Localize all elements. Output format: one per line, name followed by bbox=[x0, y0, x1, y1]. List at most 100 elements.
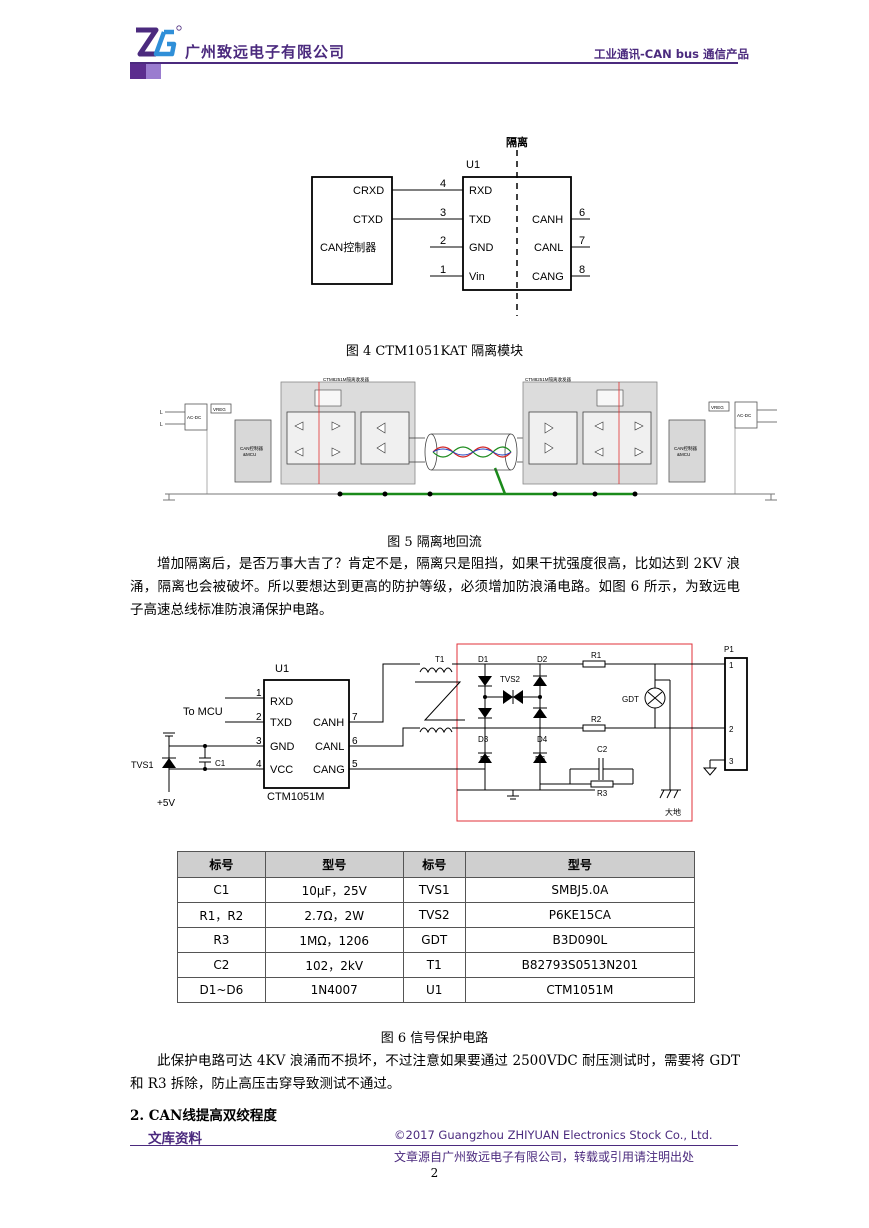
table-cell: B3D090L bbox=[464, 927, 696, 953]
fig4-pin-name: TXD bbox=[469, 214, 491, 226]
fig6-pin-name: TXD bbox=[270, 717, 292, 729]
fig6-pin-name: CANH bbox=[313, 717, 344, 729]
figure-6-protection-circuit: U1 CTM1051M RXD TXD GND VCC 1 2 3 4 CANH… bbox=[131, 643, 748, 822]
table-cell: TVS1 bbox=[402, 877, 466, 903]
table-cell: C2 bbox=[177, 952, 266, 978]
fig6-pin-num: 7 bbox=[352, 712, 358, 723]
table-header: 型号 bbox=[464, 851, 696, 878]
fig4-pin-name: CANH bbox=[532, 214, 563, 226]
header-decor-square bbox=[130, 64, 146, 79]
fig4-pin-num: 1 bbox=[440, 264, 446, 276]
fig4-pin-name: RXD bbox=[469, 185, 492, 197]
fig6-pin-num: 4 bbox=[256, 759, 262, 770]
fig5-acdc-left: AC-DC bbox=[187, 415, 202, 420]
paragraph-surge-intro: 增加隔离后，是否万事大吉了？肯定不是，隔离只是阻挡，如果干扰强度很高，比如达到 … bbox=[130, 553, 740, 622]
fig4-pin-num: 4 bbox=[440, 178, 446, 190]
fig6-chip-name: CTM1051M bbox=[267, 791, 324, 803]
fig6-r1: R1 bbox=[591, 651, 602, 660]
table-cell: R3 bbox=[177, 927, 266, 953]
fig6-pin-num: 2 bbox=[256, 712, 262, 723]
table-row: D1~D6 1N4007 U1 CTM1051M bbox=[177, 977, 696, 1003]
figure-4-caption: 图 4 CTM1051KAT 隔离模块 bbox=[345, 344, 524, 359]
fig6-earth: 大地 bbox=[665, 807, 681, 817]
table-row: R1，R2 2.7Ω，2W TVS2 P6KE15CA bbox=[177, 902, 696, 928]
fig6-c2: C2 bbox=[597, 745, 608, 754]
table-row: C2 102，2kV T1 B82793S0513N201 bbox=[177, 952, 696, 978]
fig6-d1: D1 bbox=[478, 655, 489, 664]
table-header: 标号 bbox=[402, 851, 466, 878]
table-cell: TVS2 bbox=[402, 902, 466, 928]
figure-6-caption: 图 6 信号保护电路 bbox=[380, 1031, 489, 1046]
table-cell: 10μF，25V bbox=[264, 877, 404, 903]
fig4-controller: CAN控制器 bbox=[320, 240, 376, 254]
fig6-pin-num: 6 bbox=[352, 736, 358, 747]
fig6-c1: C1 bbox=[215, 759, 226, 768]
table-header-row: 标号 型号 标号 型号 bbox=[177, 851, 696, 878]
fig4-pin-num: 2 bbox=[440, 235, 446, 247]
fig4-pin-name: CANG bbox=[532, 271, 564, 283]
fig6-pin-name: GND bbox=[270, 741, 295, 753]
fig6-pin-num: 3 bbox=[256, 736, 262, 747]
fig6-tvs1: TVS1 bbox=[131, 760, 154, 770]
figure-5-isolated-ground-return: L L AC-DC VREG CAN控制器 &MCU CTM8251M隔离收发器… bbox=[160, 376, 777, 501]
paragraph-surge-note: 此保护电路可达 4KV 浪涌而不损坏，不过注意如果要通过 2500VDC 耐压测… bbox=[130, 1050, 740, 1096]
fig5-mcu-left: &MCU bbox=[243, 452, 256, 457]
fig5-l-label: L bbox=[160, 410, 163, 416]
fig4-pin-name: Vin bbox=[469, 271, 485, 283]
fig6-pin-name: CANL bbox=[315, 741, 344, 753]
table-cell: SMBJ5.0A bbox=[464, 877, 696, 903]
fig6-u1-label: U1 bbox=[275, 663, 289, 675]
component-table: 标号 型号 标号 型号 C1 10μF，25V TVS1 SMBJ5.0A R1… bbox=[177, 851, 696, 1003]
fig6-pin-num: 5 bbox=[352, 759, 358, 770]
fig4-u1-label: U1 bbox=[466, 159, 480, 171]
fig6-pin-num: 1 bbox=[256, 688, 262, 699]
fig6-gdt: GDT bbox=[622, 695, 639, 704]
footer-source-note: 文章源自广州致远电子有限公司，转载或引用请注明出处 bbox=[394, 1150, 695, 1164]
figure-4-isolation-module: 隔离 U1 CRXD CTXD CAN控制器 4 3 2 1 RXD TXD G… bbox=[311, 135, 590, 316]
table-header: 型号 bbox=[264, 851, 404, 878]
fig6-to-mcu: To MCU bbox=[183, 706, 223, 718]
table-cell: 2.7Ω，2W bbox=[264, 902, 404, 928]
table-cell: CTM1051M bbox=[464, 977, 696, 1003]
fig5-mcu-left: CAN控制器 bbox=[240, 445, 264, 452]
fig6-p1-pin: 3 bbox=[729, 757, 734, 766]
fig4-crxd: CRXD bbox=[353, 185, 384, 197]
fig6-r3: R3 bbox=[597, 789, 608, 798]
page-number: 2 bbox=[430, 1166, 439, 1180]
header-decor-square bbox=[146, 64, 161, 79]
fig5-vreg-left: VREG bbox=[213, 407, 226, 412]
fig5-mcu-right: CAN控制器 bbox=[674, 445, 698, 452]
table-cell: 1N4007 bbox=[264, 977, 404, 1003]
fig6-d2: D2 bbox=[537, 655, 548, 664]
table-row: C1 10μF，25V TVS1 SMBJ5.0A bbox=[177, 877, 696, 903]
fig4-pin-name: GND bbox=[469, 242, 494, 254]
table-row: R3 1MΩ，1206 GDT B3D090L bbox=[177, 927, 696, 953]
fig6-p1: P1 bbox=[724, 645, 734, 654]
table-cell: GDT bbox=[402, 927, 466, 953]
paragraph-text: 此保护电路可达 4KV 浪涌而不损坏，不过注意如果要通过 2500VDC 耐压测… bbox=[130, 1053, 740, 1092]
fig5-module-right-title: CTM8251M隔离收发器 bbox=[525, 376, 572, 383]
fig6-d4: D4 bbox=[537, 735, 548, 744]
table-cell: B82793S0513N201 bbox=[464, 952, 696, 978]
header-product-line: 工业通讯-CAN bus 通信产品 bbox=[594, 47, 750, 61]
footer-divider bbox=[130, 1145, 738, 1146]
fig5-l-label: L bbox=[160, 422, 163, 428]
fig6-pin-name: VCC bbox=[270, 764, 293, 776]
table-cell: P6KE15CA bbox=[464, 902, 696, 928]
fig4-pin-num: 3 bbox=[440, 207, 446, 219]
table-cell: R1，R2 bbox=[177, 902, 266, 928]
fig6-pin-name: RXD bbox=[270, 696, 293, 708]
footer-copyright: ©2017 Guangzhou ZHIYUAN Electronics Stoc… bbox=[394, 1128, 713, 1142]
fig4-isolation-label: 隔离 bbox=[506, 135, 528, 149]
fig6-tvs2: TVS2 bbox=[500, 675, 521, 684]
figure-5-caption: 图 5 隔离地回流 bbox=[387, 535, 482, 550]
table-cell: 1MΩ，1206 bbox=[264, 927, 404, 953]
company-logo bbox=[136, 25, 182, 57]
fig5-acdc-right: AC-DC bbox=[737, 413, 752, 418]
paragraph-text: 增加隔离后，是否万事大吉了？肯定不是，隔离只是阻挡，如果干扰强度很高，比如达到 … bbox=[130, 556, 740, 618]
fig4-pin-num: 8 bbox=[579, 264, 585, 276]
header-divider bbox=[130, 62, 738, 64]
fig6-plus5v: +5V bbox=[157, 798, 175, 809]
header-company-name: 广州致远电子有限公司 bbox=[185, 43, 346, 61]
section-heading: 2. CAN线提高双绞程度 bbox=[130, 1108, 277, 1124]
